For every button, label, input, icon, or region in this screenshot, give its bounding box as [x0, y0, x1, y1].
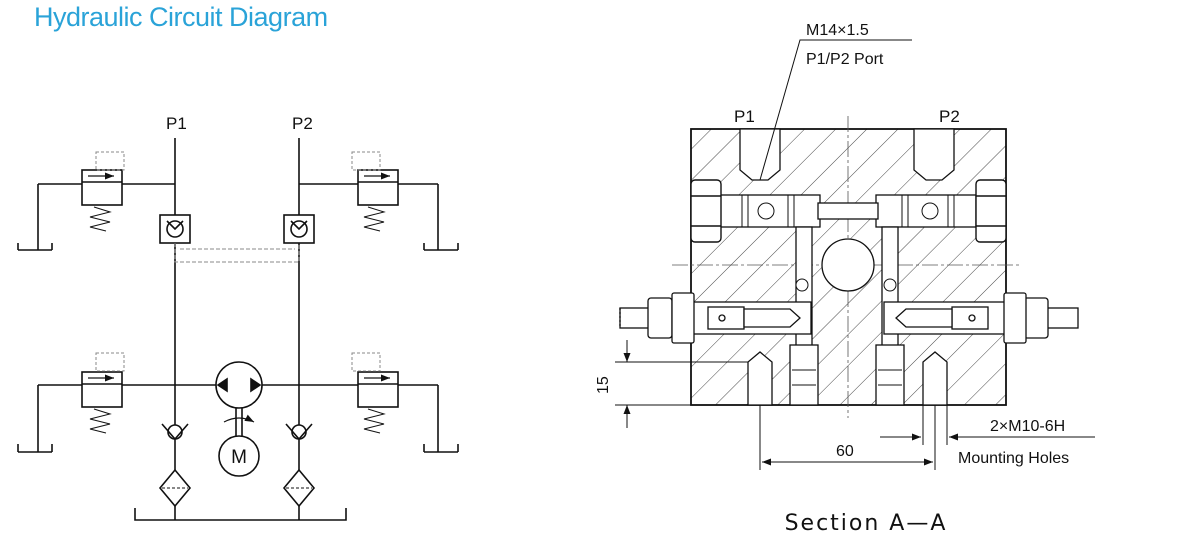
- relief-valve-upper-right: [299, 151, 459, 251]
- filter-left: [158, 468, 192, 508]
- check-valve-left: [159, 214, 191, 244]
- relief-cartridge-right: [895, 292, 1079, 344]
- circuit-label-p2: P2: [292, 114, 313, 133]
- relief-valve-lower-right: [299, 352, 459, 453]
- relief-cartridge-left: [619, 292, 801, 344]
- relief-valve-lower-left: [17, 352, 175, 453]
- check-valve-right: [283, 214, 315, 244]
- relief-valve-upper-left: [17, 151, 175, 251]
- port-note-label: P1/P2 Port: [806, 51, 884, 68]
- section-caption: Section A—A: [785, 511, 948, 536]
- check-valve-lower-left: [161, 423, 189, 441]
- tank: [134, 508, 347, 521]
- dim-mounting: [880, 405, 1095, 445]
- dim-height: [615, 340, 748, 428]
- dim-width: [759, 405, 936, 470]
- pilot-line: [174, 243, 300, 263]
- port-leader: [759, 39, 912, 181]
- hydraulic-pump: [175, 361, 299, 477]
- section-view: [615, 39, 1095, 470]
- thread-spec-label: M14×1.5: [806, 22, 869, 39]
- circuit-label-p1: P1: [166, 114, 187, 133]
- filter-right: [282, 468, 316, 508]
- check-valve-lower-right: [285, 423, 313, 441]
- motor-label: M: [231, 447, 247, 468]
- dim-width-label: 60: [836, 443, 854, 460]
- motor-symbol: [218, 435, 260, 477]
- mounting-spec-label: 2×M10-6H: [990, 418, 1065, 435]
- hydraulic-circuit: [17, 138, 459, 521]
- page-title: Hydraulic Circuit Diagram: [34, 2, 328, 32]
- section-label-p1: P1: [734, 107, 755, 126]
- section-label-p2: P2: [939, 107, 960, 126]
- dim-height-label: 15: [595, 376, 612, 394]
- mounting-note-label: Mounting Holes: [958, 450, 1069, 467]
